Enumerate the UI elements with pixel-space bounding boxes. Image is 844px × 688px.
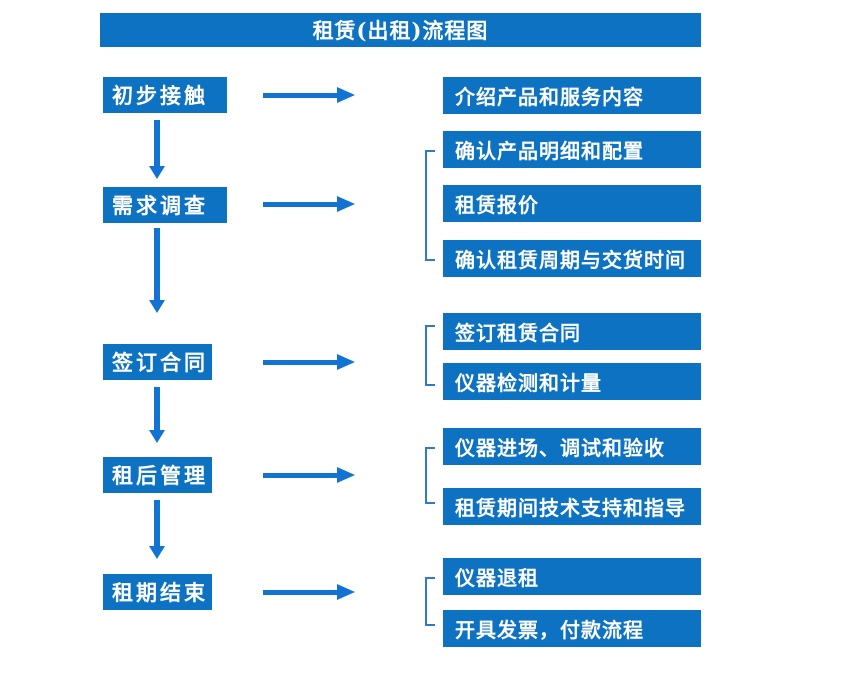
group-bracket <box>425 150 435 261</box>
detail-box-instrument-testing: 仪器检测和计量 <box>443 363 701 400</box>
arrow-right-icon <box>263 584 355 600</box>
arrow-down-icon <box>149 120 165 179</box>
stage-box-rental-end: 租期结束 <box>103 574 212 610</box>
detail-box-rental-quote: 租赁报价 <box>443 185 701 222</box>
detail-box-sign-lease: 签订租赁合同 <box>443 313 701 350</box>
arrow-down-icon <box>149 228 165 313</box>
stage-box-demand-survey: 需求调查 <box>103 187 227 223</box>
detail-box-invoice-payment: 开具发票，付款流程 <box>443 610 701 647</box>
arrow-right-icon <box>263 196 355 212</box>
arrow-right-icon <box>263 87 355 103</box>
detail-box-confirm-period: 确认租赁周期与交货时间 <box>443 240 701 277</box>
group-bracket <box>425 447 435 504</box>
detail-box-instrument-setup: 仪器进场、调试和验收 <box>443 428 701 465</box>
arrow-right-icon <box>263 354 355 370</box>
arrow-down-icon <box>149 387 165 443</box>
group-bracket <box>425 325 435 386</box>
stage-box-initial-contact: 初步接触 <box>103 77 227 113</box>
stage-box-post-rental: 租后管理 <box>103 457 212 493</box>
arrow-right-icon <box>263 467 355 483</box>
detail-box-instrument-return: 仪器退租 <box>443 558 701 595</box>
detail-box-tech-support: 租赁期间技术支持和指导 <box>443 488 701 525</box>
arrow-down-icon <box>149 500 165 559</box>
stage-box-sign-contract: 签订合同 <box>103 344 212 380</box>
detail-box-intro-products: 介绍产品和服务内容 <box>443 77 701 114</box>
group-bracket <box>425 577 435 626</box>
detail-box-confirm-config: 确认产品明细和配置 <box>443 131 701 168</box>
page-title: 租赁(出租)流程图 <box>100 13 701 47</box>
